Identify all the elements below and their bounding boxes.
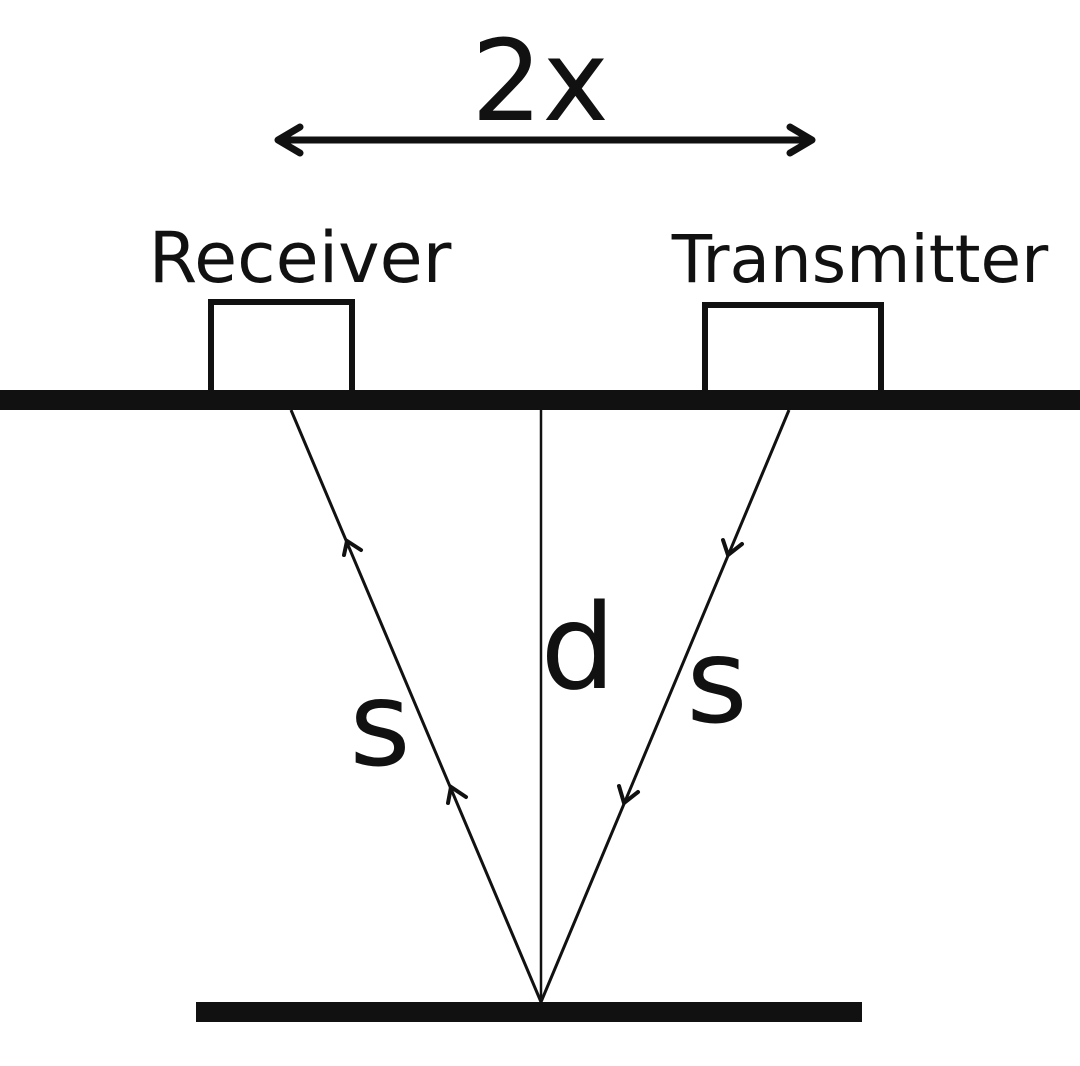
path-length-label-right: s [686,612,747,750]
incident-ray-arrow-upper [721,538,744,559]
receiver-box [208,299,355,401]
reflected-ray-arrow-upper [342,537,363,557]
separation-arrow [274,123,816,157]
reflected-ray-arrow-lower [446,783,468,805]
receiver-label: Receiver [149,217,452,299]
separation-label: 2x [471,17,609,147]
path-length-label-left: s [349,655,410,793]
depth-label: d [541,578,616,716]
incident-ray-arrow-lower [617,784,640,807]
incident-ray [539,409,791,1003]
transmitter-label: Transmitter [671,221,1049,298]
reflector-line [196,1002,862,1022]
reflected-ray [289,409,543,1003]
surface-line [0,390,1080,410]
